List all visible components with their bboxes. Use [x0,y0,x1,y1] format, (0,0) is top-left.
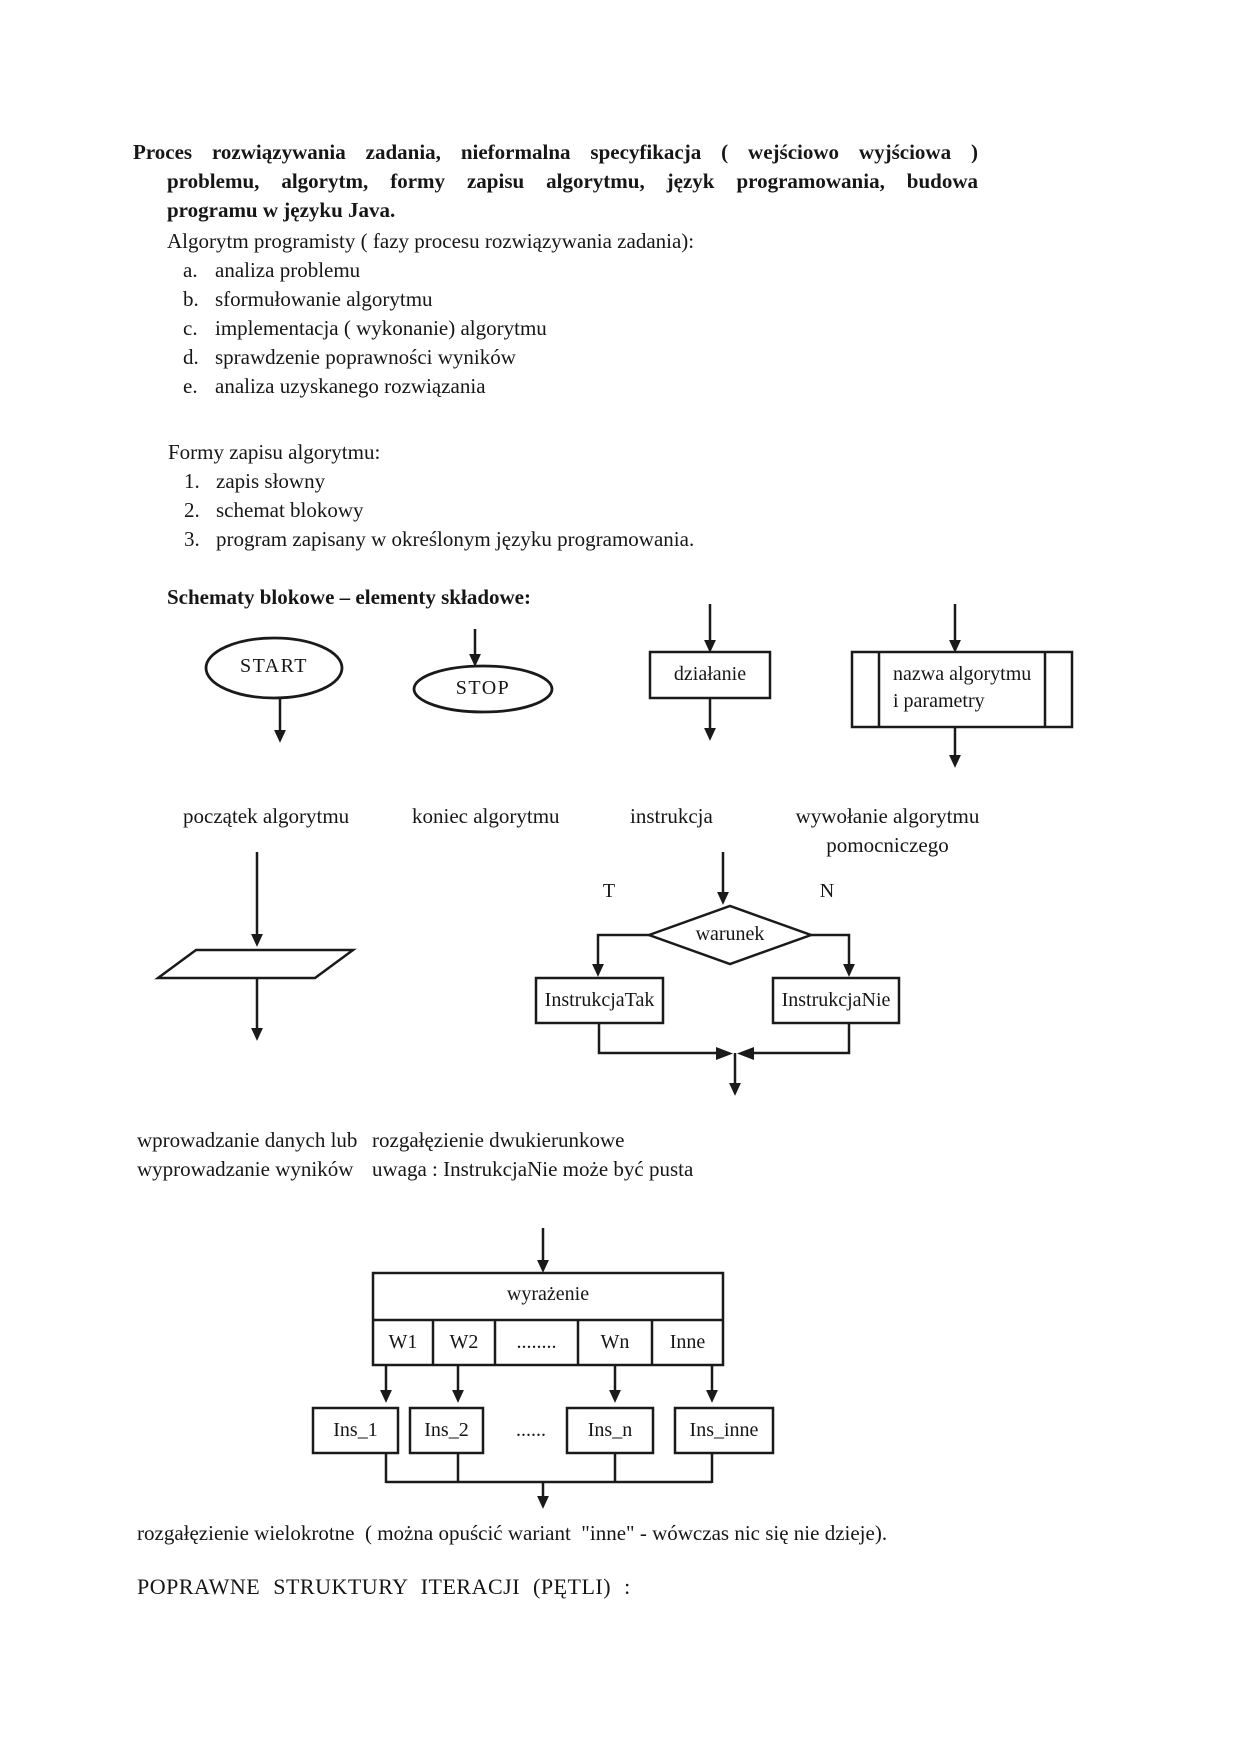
caption-action: instrukcja [630,804,713,828]
ins-n-label: Ins_n [587,1419,633,1441]
list-text: implementacja ( wykonanie) algorytmu [215,316,547,340]
list-text: analiza problemu [215,258,361,282]
stop-label: STOP [455,677,511,699]
case-inne-label: Inne [669,1331,706,1353]
ins-inne-label: Ins_inne [689,1419,759,1441]
ins-n-box-shape [565,1406,655,1455]
merge-left-arrowhead [716,1047,733,1060]
forms-heading: Formy zapisu algorytmu: [168,440,381,464]
ins-2-label: Ins_2 [424,1419,469,1441]
decision-false-label: N [819,880,835,902]
merge-right-arrowhead [737,1047,754,1060]
case-wn-label: Wn [600,1331,630,1353]
forms-list: 1. zapis słowny 2. schemat blokowy 3. progr… [184,467,694,554]
false-merge-connector [753,1023,851,1055]
list-text: zapis słowny [216,469,326,493]
decision-condition-label: warunek [695,923,765,945]
true-instruction-label: InstrukcjaTak [544,989,655,1011]
diagram-heading: Schematy blokowe – elementy składowe: [167,585,531,609]
action-label: działanie [673,663,747,685]
stop-terminator-shape [412,664,554,714]
footer-heading: POPRAWNE STRUKTURY ITERACJI (PĘTLI) : [137,1574,631,1599]
branch-caption-line2: uwaga : InstrukcjaNie może być pusta [372,1157,694,1181]
false-instruction-box-shape [771,976,901,1025]
caption-stop: koniec algorytmu [412,804,560,828]
list-text: program zapisany w określonym języku pro… [216,527,695,551]
list-marker: 1. [184,469,200,493]
list-item: 3. program zapisany w określonym języku p… [184,525,694,554]
ins-1-label: Ins_1 [333,1419,378,1441]
branch-caption-line1: rozgałęzienie dwukierunkowe [372,1128,625,1152]
case-w2-label: W2 [449,1331,479,1353]
ins-inne-box-shape [673,1406,775,1455]
title-line-2: problemu, algorytm, formy zapisu algoryt… [167,169,978,193]
start-label: START [239,655,309,677]
list-marker: b. [183,287,199,311]
decision-false-connector [811,933,855,977]
caption-subroutine-line1: wywołanie algorytmu [795,804,980,828]
caption-subroutine-line2: pomocniczego [826,833,949,857]
list-text: sformułowanie algorytmu [215,287,433,311]
multiway-caption: rozgałęzienie wielokrotne ( można opuści… [137,1521,888,1545]
title-line-3: programu w języku Java. [167,198,396,222]
list-text: sprawdzenie poprawności wyników [215,345,516,369]
multiway-expression-label: wyrażenie [506,1283,590,1305]
true-merge-connector [597,1023,717,1055]
action-box-shape [648,650,772,700]
intro-line: Algorytm programisty ( fazy procesu rozw… [167,229,695,253]
io-caption-line2: wyprowadzanie wyników [137,1157,354,1181]
list-item: a. analiza problemu [183,256,547,285]
caption-start: początek algorytmu [183,804,350,828]
branch-caption: rozgałęzienie dwukierunkowe uwaga : Inst… [372,1126,693,1184]
start-terminator-shape [204,636,344,700]
subroutine-label: nazwa algorytmu i parametry [893,661,1031,715]
case-dots-label: ........ [516,1331,557,1353]
list-text: schemat blokowy [216,498,364,522]
list-marker: 3. [184,527,200,551]
list-text: analiza uzyskanego rozwiązania [215,374,486,398]
list-marker: d. [183,345,199,369]
subroutine-label-line2: i parametry [893,690,985,712]
true-instruction-box-shape [534,976,665,1025]
list-item: 2. schemat blokowy [184,496,694,525]
list-item: 1. zapis słowny [184,467,694,496]
io-parallelogram-shape [154,948,357,980]
ins-1-box-shape [311,1406,400,1455]
phases-list: a. analiza problemu b. sformułowanie algor… [183,256,547,401]
list-marker: c. [183,316,198,340]
case-w1-label: W1 [388,1331,418,1353]
list-item: d. sprawdzenie poprawności wyników [183,343,547,372]
io-caption: wprowadzanie danych lub wyprowadzanie wy… [137,1126,357,1184]
list-item: c. implementacja ( wykonanie) algorytmu [183,314,547,343]
decision-true-connector [592,933,649,977]
ins-dots-label: ...... [516,1419,546,1441]
subroutine-label-line1: nazwa algorytmu [893,663,1032,685]
ins-2-box-shape [408,1406,485,1455]
list-marker: a. [183,258,198,282]
list-marker: 2. [184,498,200,522]
io-caption-line1: wprowadzanie danych lub [137,1128,358,1152]
title-line-1: Proces rozwiązywania zadania, nieformaln… [133,140,978,164]
decision-true-label: T [602,880,616,902]
subroutine-box-shape [850,650,1074,729]
list-item: b. sformułowanie algorytmu [183,285,547,314]
list-marker: e. [183,374,198,398]
false-instruction-label: InstrukcjaNie [781,989,891,1011]
list-item: e. analiza uzyskanego rozwiązania [183,372,547,401]
